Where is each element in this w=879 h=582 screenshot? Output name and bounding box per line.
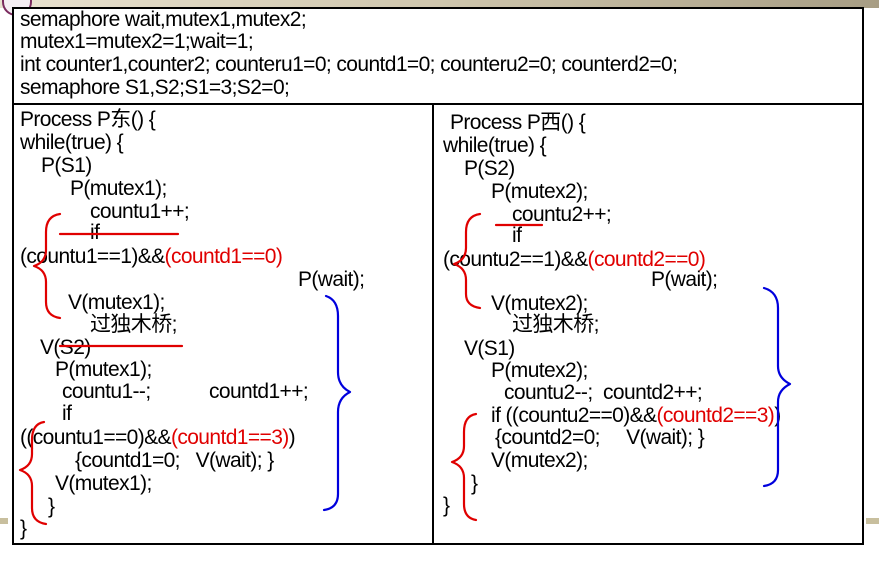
- code-line: while(true) {: [443, 134, 547, 157]
- condition-text: (countu1==1)&&: [20, 245, 165, 268]
- red-brace-mark: [18, 420, 48, 526]
- condition-highlight: (countd1==0): [164, 245, 283, 268]
- red-brace-mark: [450, 412, 478, 522]
- code-line: if: [512, 224, 522, 247]
- declaration-line: semaphore S1,S2;S1=3;S2=0;: [20, 76, 290, 99]
- code-line: }: [443, 494, 450, 517]
- slide-footer-decoration: [866, 518, 879, 524]
- code-line: V(S1): [464, 337, 515, 360]
- code-line: P(S1): [41, 154, 92, 177]
- declaration-line: semaphore wait,mutex1,mutex2;: [20, 8, 307, 31]
- code-line: }: [471, 472, 478, 495]
- code-table: [12, 7, 864, 545]
- declaration-line: mutex1=mutex2=1;wait=1;: [20, 30, 254, 53]
- code-line: (countu1==1)&&(countd1==0): [20, 245, 283, 269]
- code-line: 过独木桥;: [512, 313, 599, 336]
- code-line: 过独木桥;: [90, 313, 177, 336]
- slide-top-banner: [0, 0, 879, 8]
- code-line: countu2--; countd2++;: [504, 381, 703, 404]
- condition-highlight: (countd2==3): [656, 404, 775, 427]
- code-line: if: [62, 402, 72, 425]
- code-line: P(mutex2);: [491, 180, 588, 203]
- condition-text: ((countu1==0)&&: [20, 426, 172, 449]
- condition-text: if ((countu2==0)&&: [491, 404, 657, 427]
- code-line: {countd2=0; V(wait); }: [495, 426, 705, 449]
- code-line: P(S2): [464, 157, 515, 180]
- condition-highlight: (countd1==3): [170, 426, 289, 449]
- code-line: }: [20, 517, 27, 540]
- code-line: V(mutex1);: [68, 291, 165, 314]
- code-line: V(mutex1);: [55, 472, 152, 495]
- code-line: Process P东() {: [20, 108, 156, 131]
- code-line: countu1++;: [90, 200, 190, 223]
- code-line: }: [48, 495, 55, 518]
- declaration-line: int counter1,counter2; counteru1=0; coun…: [20, 53, 678, 76]
- table-column-divider: [432, 105, 434, 545]
- code-line: P(wait);: [298, 268, 365, 291]
- blue-brace-mark: [322, 294, 352, 512]
- code-line: V(S2): [40, 336, 91, 359]
- code-line: (countu2==1)&&(countd2==0): [443, 248, 706, 272]
- code-line: P(mutex2);: [491, 359, 588, 382]
- red-brace-mark: [32, 212, 62, 320]
- code-line: while(true) {: [20, 131, 124, 154]
- code-line: countu2++;: [512, 203, 612, 226]
- code-line: Process P西() {: [450, 111, 586, 134]
- west-process-code: Process P西() { while(true) { P(S2) P(mut…: [443, 111, 859, 542]
- code-line: {countd1=0; V(wait); }: [75, 449, 274, 472]
- code-line: P(mutex1);: [70, 177, 167, 200]
- condition-text: ): [288, 426, 296, 449]
- blue-brace-mark: [762, 286, 792, 488]
- code-line: if: [90, 221, 100, 244]
- code-line: P(mutex1);: [55, 358, 152, 381]
- code-line: V(mutex2);: [491, 292, 588, 315]
- slide-footer-decoration: [0, 518, 8, 524]
- annotation-layer: [18, 212, 792, 526]
- code-line: countd1++;: [209, 380, 309, 403]
- code-line: countu1--;: [62, 380, 151, 403]
- declarations-block: semaphore wait,mutex1,mutex2; mutex1=mut…: [20, 8, 678, 122]
- code-line: P(wait);: [651, 268, 718, 291]
- code-line: V(mutex2);: [491, 449, 588, 472]
- condition-highlight: (countd2==0): [587, 248, 706, 271]
- table-row-divider: [12, 103, 864, 105]
- east-process-code: Process P东() { while(true) { P(S1) P(mut…: [20, 108, 430, 543]
- condition-text: (countu2==1)&&: [443, 248, 588, 271]
- code-line: ((countu1==0)&&(countd1==3)): [20, 426, 296, 450]
- red-brace-mark: [452, 212, 482, 310]
